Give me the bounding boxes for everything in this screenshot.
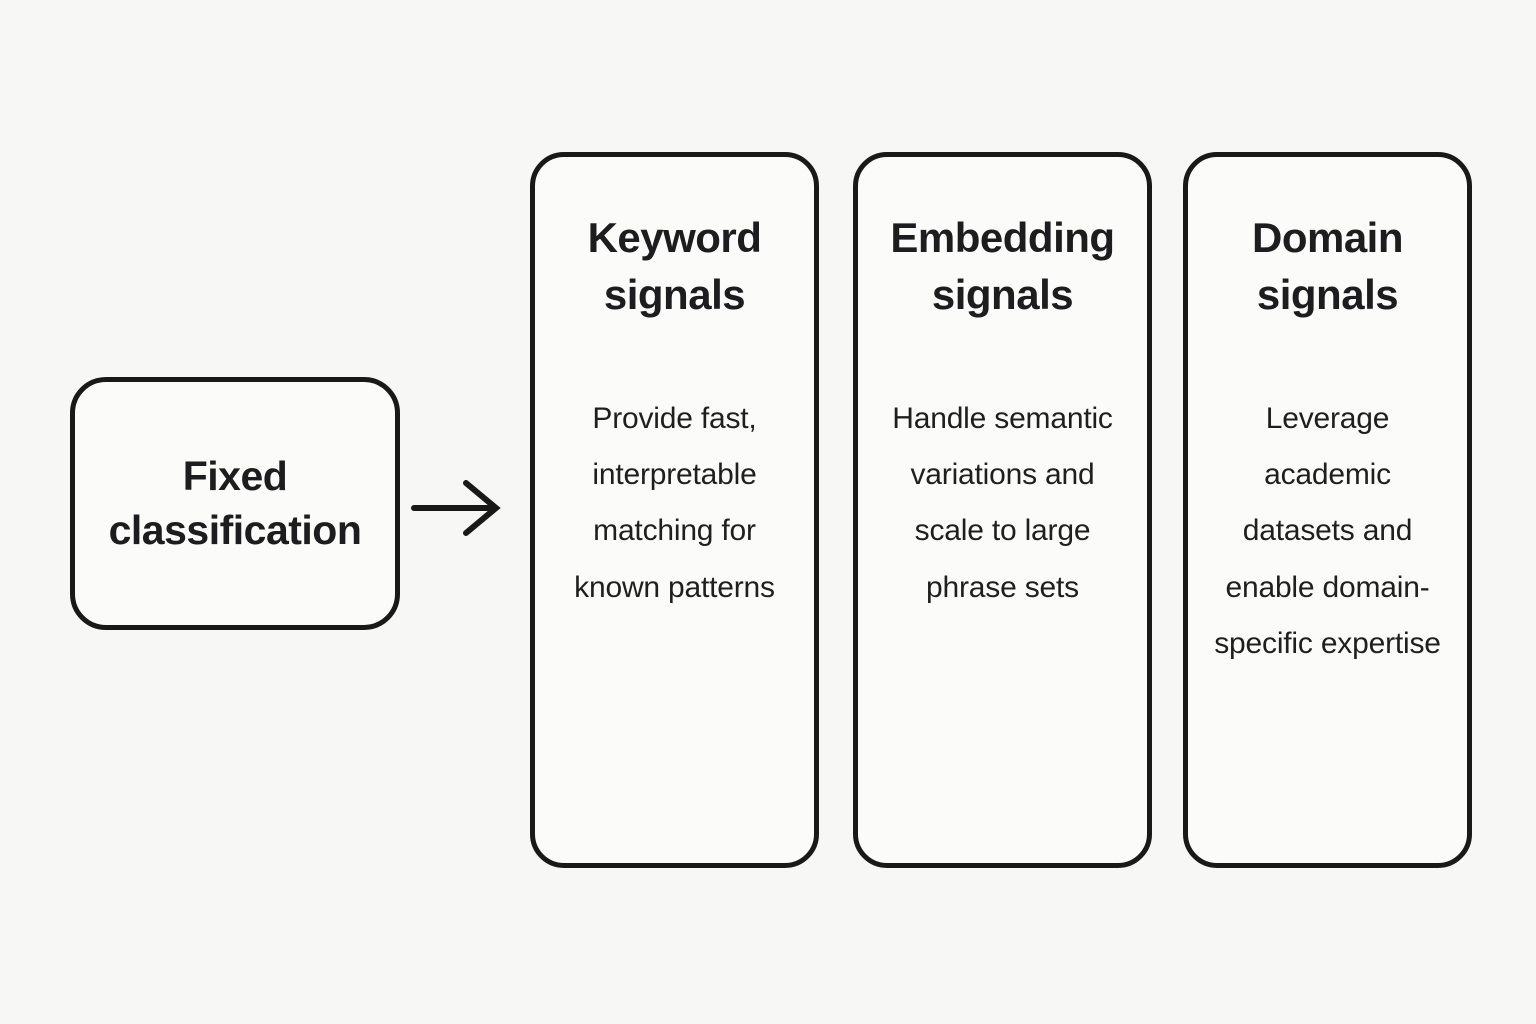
card-body: Handle semantic variations and scale to …: [892, 402, 1113, 604]
right-arrow-icon: [411, 480, 501, 536]
card-embedding-signals: Embedding signals Handle semantic variat…: [853, 152, 1152, 868]
card-title: Keyword signals: [587, 214, 762, 319]
flow-arrow: [410, 477, 506, 539]
card-title: Domain signals: [1251, 214, 1404, 319]
card-body: Leverage academic datasets and enable do…: [1214, 402, 1441, 660]
fixed-classification-label: Fixed classification: [108, 453, 362, 553]
card-title: Embedding signals: [890, 214, 1115, 319]
card-keyword-signals: Keyword signals Provide fast, interpreta…: [530, 152, 819, 868]
card-domain-signals: Domain signals Leverage academic dataset…: [1183, 152, 1472, 868]
fixed-classification-node: Fixed classification: [70, 377, 400, 630]
card-body: Provide fast, interpretable matching for…: [574, 402, 775, 604]
